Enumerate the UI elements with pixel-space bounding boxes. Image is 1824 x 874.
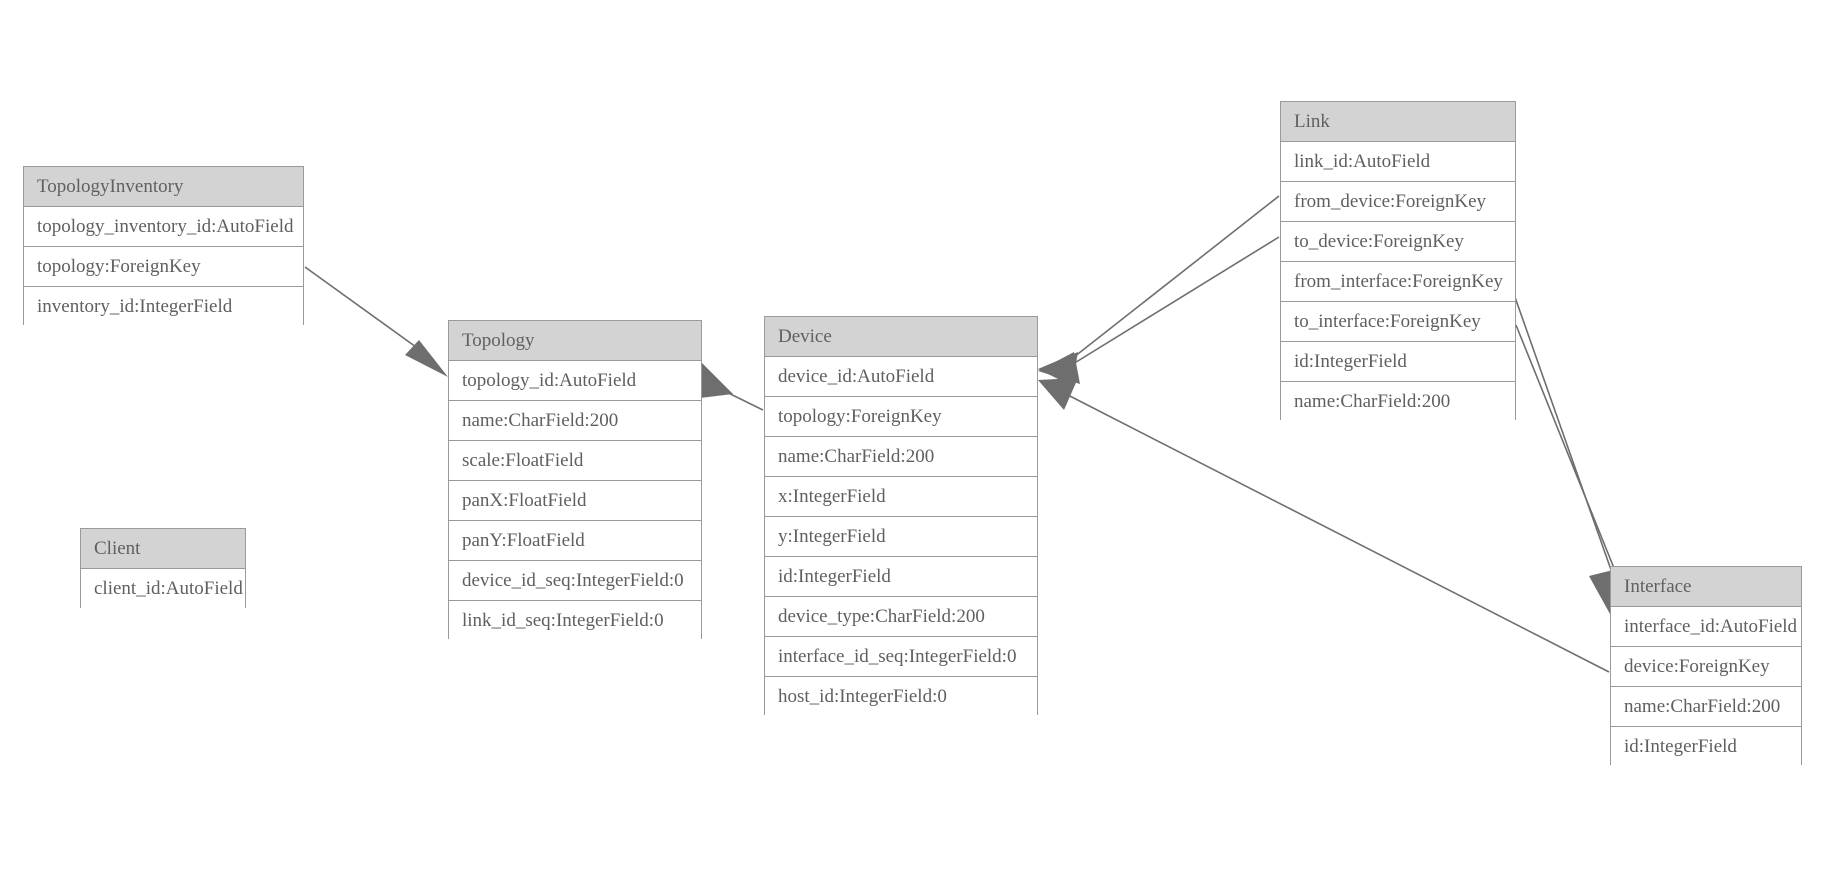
- field-row: link_id_seq:IntegerField:0: [449, 601, 701, 641]
- field-row: device_id_seq:IntegerField:0: [449, 561, 701, 601]
- field-row: scale:FloatField: [449, 441, 701, 481]
- edge-link-from_device: [1038, 195, 1280, 386]
- field-row: inventory_id:IntegerField: [24, 287, 303, 327]
- entity-device[interactable]: Device device_id:AutoField topology:Fore…: [764, 316, 1038, 717]
- edge-device-topology: [700, 363, 764, 411]
- edge-link-to_device: [1038, 236, 1280, 384]
- field-row: name:CharField:200: [1611, 687, 1801, 727]
- field-row: host_id:IntegerField:0: [765, 677, 1037, 717]
- field-row: from_interface:ForeignKey: [1281, 262, 1515, 302]
- field-row: to_device:ForeignKey: [1281, 222, 1515, 262]
- field-row: client_id:AutoField: [81, 569, 245, 609]
- field-row: to_interface:ForeignKey: [1281, 302, 1515, 342]
- field-row: topology:ForeignKey: [24, 247, 303, 287]
- field-row: panY:FloatField: [449, 521, 701, 561]
- edge-interface-device: [1038, 378, 1610, 673]
- entity-title-device: Device: [765, 317, 1037, 357]
- entity-title-interface: Interface: [1611, 567, 1801, 607]
- entity-interface[interactable]: Interface interface_id:AutoField device:…: [1610, 566, 1802, 767]
- field-row: y:IntegerField: [765, 517, 1037, 557]
- field-row: id:IntegerField: [765, 557, 1037, 597]
- field-row: id:IntegerField: [1281, 342, 1515, 382]
- field-row: interface_id_seq:IntegerField:0: [765, 637, 1037, 677]
- field-row: topology_id:AutoField: [449, 361, 701, 401]
- entity-link[interactable]: Link link_id:AutoField from_device:Forei…: [1280, 101, 1516, 422]
- field-row: panX:FloatField: [449, 481, 701, 521]
- edge-topologyinventory-topology: [304, 266, 448, 377]
- entity-client[interactable]: Client client_id:AutoField: [80, 528, 246, 609]
- entity-title-link: Link: [1281, 102, 1515, 142]
- field-row: device:ForeignKey: [1611, 647, 1801, 687]
- edge-link-to_interface: [1515, 324, 1623, 589]
- field-row: name:CharField:200: [1281, 382, 1515, 422]
- field-row: interface_id:AutoField: [1611, 607, 1801, 647]
- entity-topology[interactable]: Topology topology_id:AutoField name:Char…: [448, 320, 702, 641]
- field-row: link_id:AutoField: [1281, 142, 1515, 182]
- edge-link-from_interface: [1509, 282, 1621, 614]
- field-row: topology_inventory_id:AutoField: [24, 207, 303, 247]
- field-row: topology:ForeignKey: [765, 397, 1037, 437]
- field-row: from_device:ForeignKey: [1281, 182, 1515, 222]
- entity-topology-inventory[interactable]: TopologyInventory topology_inventory_id:…: [23, 166, 304, 327]
- field-row: device_id:AutoField: [765, 357, 1037, 397]
- field-row: device_type:CharField:200: [765, 597, 1037, 637]
- field-row: x:IntegerField: [765, 477, 1037, 517]
- entity-title-topology: Topology: [449, 321, 701, 361]
- entity-title-topology-inventory: TopologyInventory: [24, 167, 303, 207]
- entity-title-client: Client: [81, 529, 245, 569]
- field-row: name:CharField:200: [765, 437, 1037, 477]
- field-row: name:CharField:200: [449, 401, 701, 441]
- field-row: id:IntegerField: [1611, 727, 1801, 767]
